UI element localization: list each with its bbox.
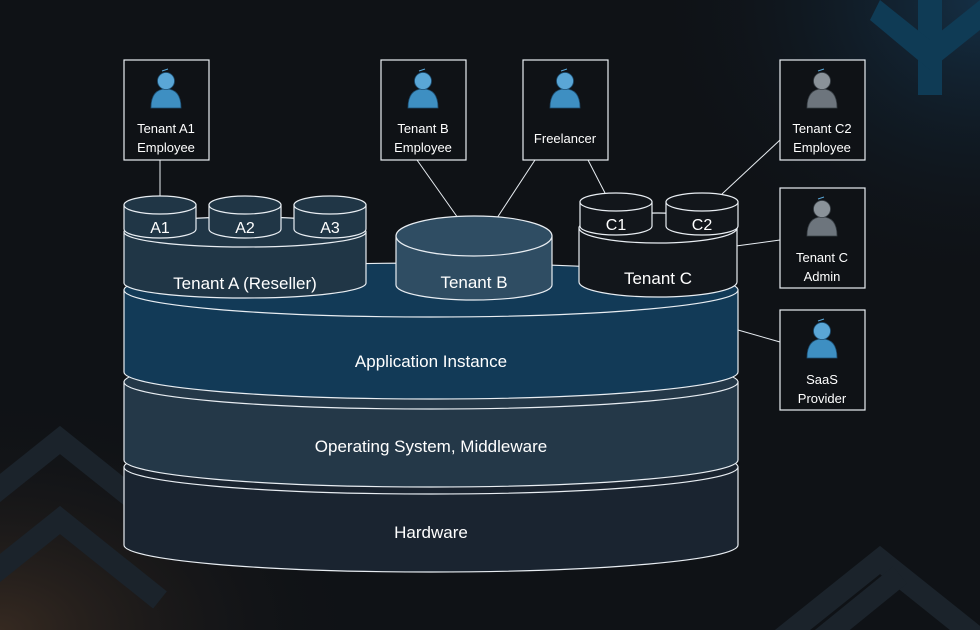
sub-tenant-c2-label: C2 <box>692 217 713 234</box>
user-label-line1: Tenant B <box>397 121 448 136</box>
sub-tenant-a3: A3 <box>293 195 367 239</box>
tenant-b-label: Tenant B <box>440 273 507 292</box>
tenant-c-label: Tenant C <box>624 269 692 288</box>
user-label-line2: Employee <box>137 140 195 155</box>
user-box-tenant-a1-employee: Tenant A1 Employee <box>123 59 210 161</box>
user-label-line2: Admin <box>804 269 841 284</box>
user-label-line1: Tenant A1 <box>137 121 195 136</box>
sub-tenant-a2: A2 <box>208 195 282 239</box>
user-label-line2: Employee <box>793 140 851 155</box>
user-box-saas-provider: SaaS Provider <box>779 309 866 411</box>
tenant-a-label: Tenant A (Reseller) <box>173 274 317 293</box>
application-label: Application Instance <box>355 352 507 371</box>
user-box-tenant-b-employee: Tenant B Employee <box>380 59 467 161</box>
user-label-line1: Tenant C <box>796 250 848 265</box>
user-label-line2: Provider <box>798 391 847 406</box>
user-label-line1: SaaS <box>806 372 838 387</box>
user-label-line1: Freelancer <box>534 131 597 146</box>
user-label-line2: Employee <box>394 140 452 155</box>
os-label: Operating System, Middleware <box>315 437 547 456</box>
sub-tenant-c2: C2 <box>665 192 739 236</box>
user-box-tenant-c-admin: Tenant C Admin <box>779 187 866 289</box>
connector-lines <box>159 139 781 343</box>
tenant-b-cylinder: Tenant B <box>395 215 553 301</box>
user-box-freelancer: Freelancer <box>522 59 609 161</box>
sub-tenant-a1-label: A1 <box>150 220 170 237</box>
sub-tenant-a2-label: A2 <box>235 220 255 237</box>
sub-tenant-c1-label: C1 <box>606 217 627 234</box>
decorative-accent-shape <box>870 0 980 95</box>
sub-tenant-c1: C1 <box>579 192 653 236</box>
hardware-label: Hardware <box>394 523 468 542</box>
user-label-line1: Tenant C2 <box>792 121 851 136</box>
sub-tenant-a3-label: A3 <box>320 220 340 237</box>
sub-tenant-a1: A1 <box>123 195 197 239</box>
user-box-tenant-c2-employee: Tenant C2 Employee <box>779 59 866 161</box>
